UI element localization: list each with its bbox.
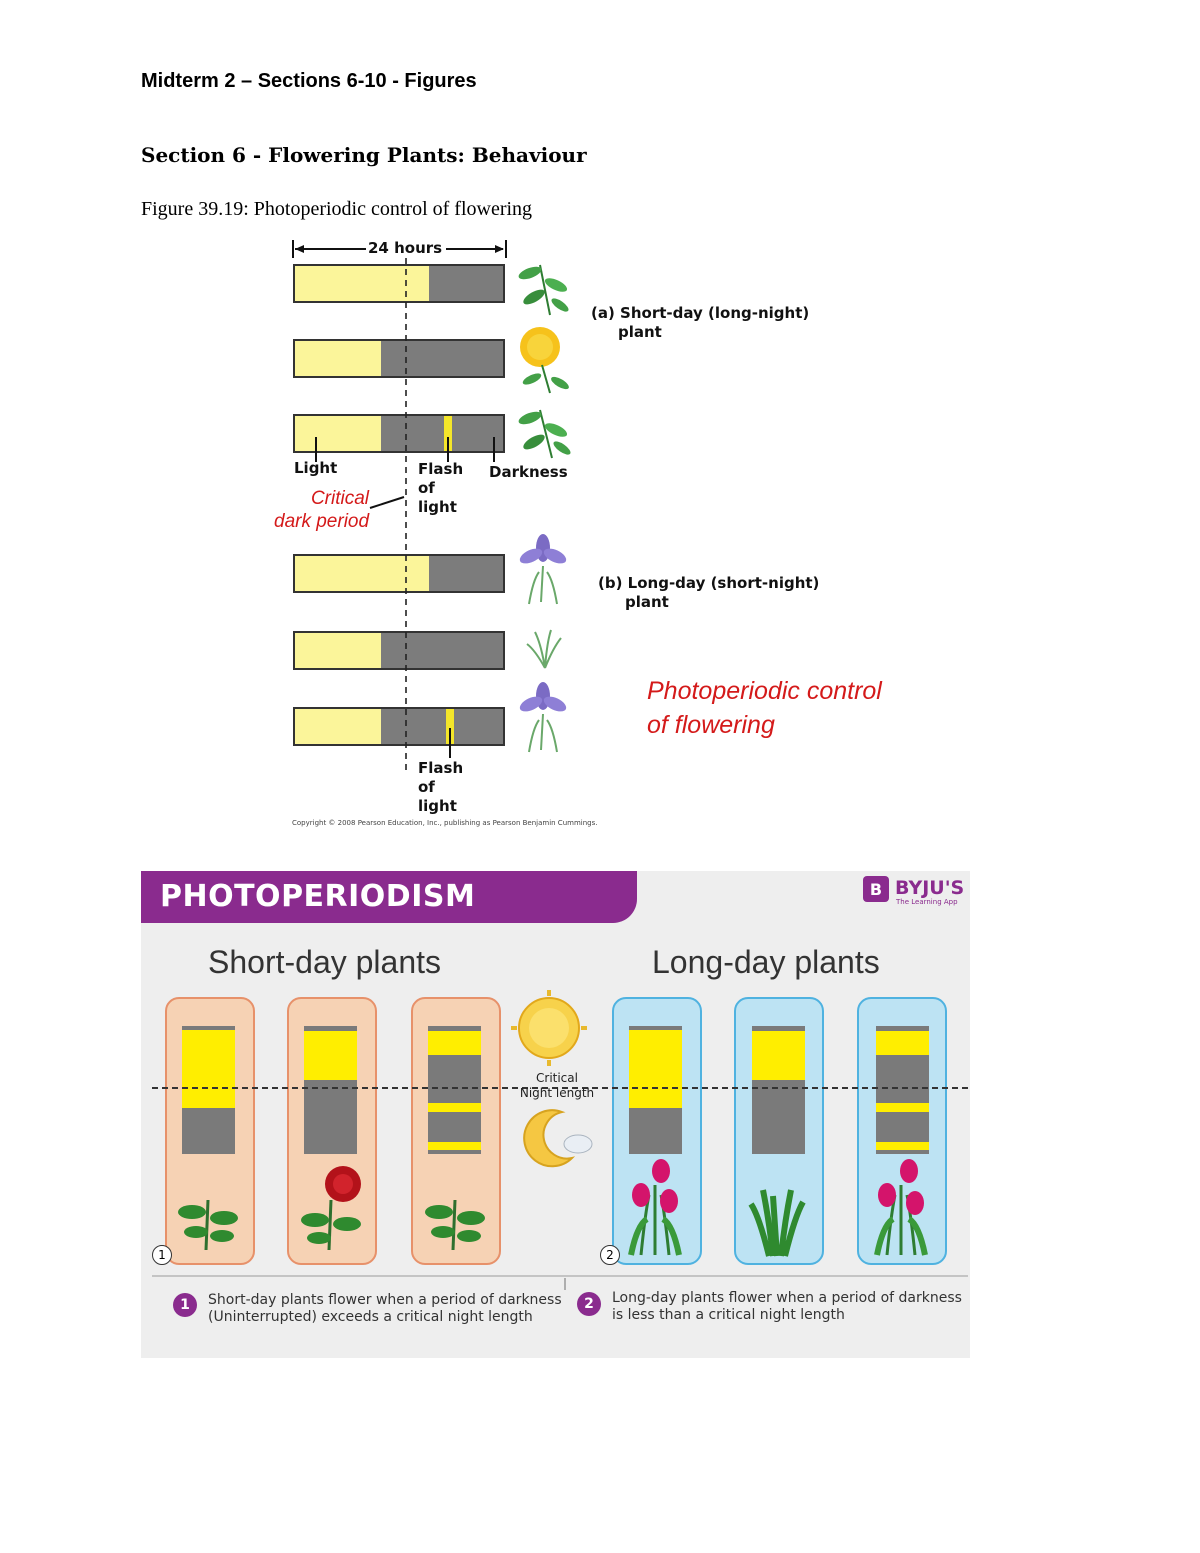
critical-pointer-line: [369, 496, 405, 509]
moon-cloud-icon: [523, 1109, 593, 1168]
bar-long-day-3: [293, 707, 505, 758]
sd-bar-1: [182, 1026, 235, 1154]
byjus-logo-icon: B: [863, 876, 889, 902]
copyright-notice: Copyright © 2008 Pearson Education, Inc.…: [292, 819, 598, 827]
infographic-banner: [141, 871, 637, 923]
note-badge-1: 1: [173, 1293, 197, 1317]
leafy-stem-icon: [518, 409, 571, 459]
tulip-flower-icon: [628, 1159, 682, 1256]
brand-tagline: The Learning App: [896, 898, 958, 906]
grass-leaves-icon: [748, 1189, 806, 1257]
critical-dark-period-label-line2: dark period: [274, 511, 370, 532]
flash-of-light-label-2: Flash of light: [418, 759, 464, 815]
infographic-banner-title: PHOTOPERIODISM: [160, 879, 476, 914]
rose-flower-icon: [301, 1166, 361, 1251]
flash-of-light-label: Flash of light: [418, 460, 464, 516]
darkness-label: Darkness: [489, 463, 568, 481]
iris-flower-icon: [519, 682, 567, 753]
bar-short-day-3: [293, 414, 505, 462]
critical-dark-period-label: Critical: [310, 488, 369, 509]
bar-long-day-1: [293, 554, 505, 593]
figure-big-title: Photoperiodic control of flowering: [647, 677, 882, 739]
step-number-2: 2: [600, 1245, 620, 1265]
short-day-note: Short-day plants flower when a period of…: [208, 1292, 562, 1325]
bar-long-day-2: [293, 631, 505, 670]
step-number-1: 1: [152, 1245, 172, 1265]
long-day-label: (b) Long-day (short-night) plant: [598, 574, 820, 611]
bar-short-day-2: [293, 339, 505, 378]
hours-label: 24 hours: [368, 239, 443, 257]
chrysanthemum-flower-icon: [520, 327, 569, 394]
leafy-stem-icon: [518, 264, 569, 316]
brand-name: BYJU'S: [895, 877, 965, 899]
figure-caption: Figure 39.19: Photoperiodic control of f…: [141, 198, 533, 220]
iris-flower-icon: [519, 534, 567, 605]
ld-bar-1: [629, 1026, 682, 1154]
document-title: Midterm 2 – Sections 6-10 - Figures: [141, 70, 477, 92]
photoperiod-diagram: [292, 240, 571, 770]
bar-short-day-1: [293, 264, 505, 303]
plant-icon: [425, 1199, 485, 1251]
note-badge-2: 2: [577, 1292, 601, 1316]
short-day-label: (a) Short-day (long-night) plant: [591, 304, 810, 341]
light-label: Light: [294, 459, 338, 477]
long-day-note: Long-day plants flower when a period of …: [612, 1290, 962, 1323]
svg-text:B: B: [870, 880, 882, 899]
sd-bar-3: [428, 1026, 481, 1154]
tulip-flower-icon: [874, 1159, 928, 1256]
ld-bar-3: [876, 1026, 929, 1154]
grass-leaves-icon: [526, 629, 562, 669]
sd-bar-2: [304, 1026, 357, 1154]
critical-night-length-label: Critical Night length: [519, 1071, 595, 1100]
short-day-plants-title: Short-day plants: [208, 944, 442, 980]
section-heading: Section 6 - Flowering Plants: Behaviour: [141, 143, 587, 167]
ld-bar-2: [752, 1026, 805, 1154]
hours-span-arrow: [292, 240, 507, 258]
long-day-plants-title: Long-day plants: [652, 944, 880, 980]
plant-icon: [178, 1199, 238, 1251]
photoperiodism-bars: [152, 990, 968, 1290]
sun-icon: [511, 990, 587, 1066]
